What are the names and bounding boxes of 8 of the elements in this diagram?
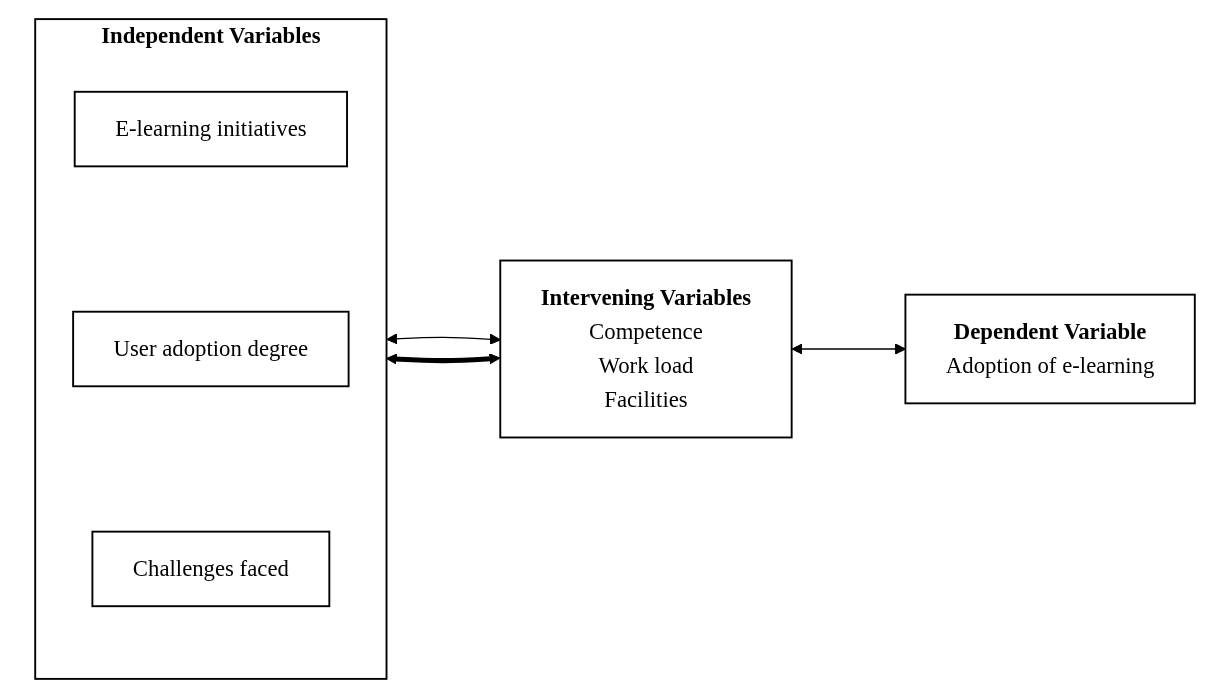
node-box: E-learning initiatives bbox=[73, 90, 348, 168]
node-box: Dependent Variable Adoption of e-learning bbox=[904, 293, 1196, 405]
node-box: Intervening Variables Competence Work load Facilities bbox=[499, 259, 793, 439]
arrow bbox=[386, 333, 501, 345]
arrow bbox=[791, 343, 906, 355]
arrow bbox=[386, 353, 501, 365]
node-box: Challenges faced bbox=[91, 530, 331, 608]
node-box: User adoption degree bbox=[72, 310, 350, 388]
